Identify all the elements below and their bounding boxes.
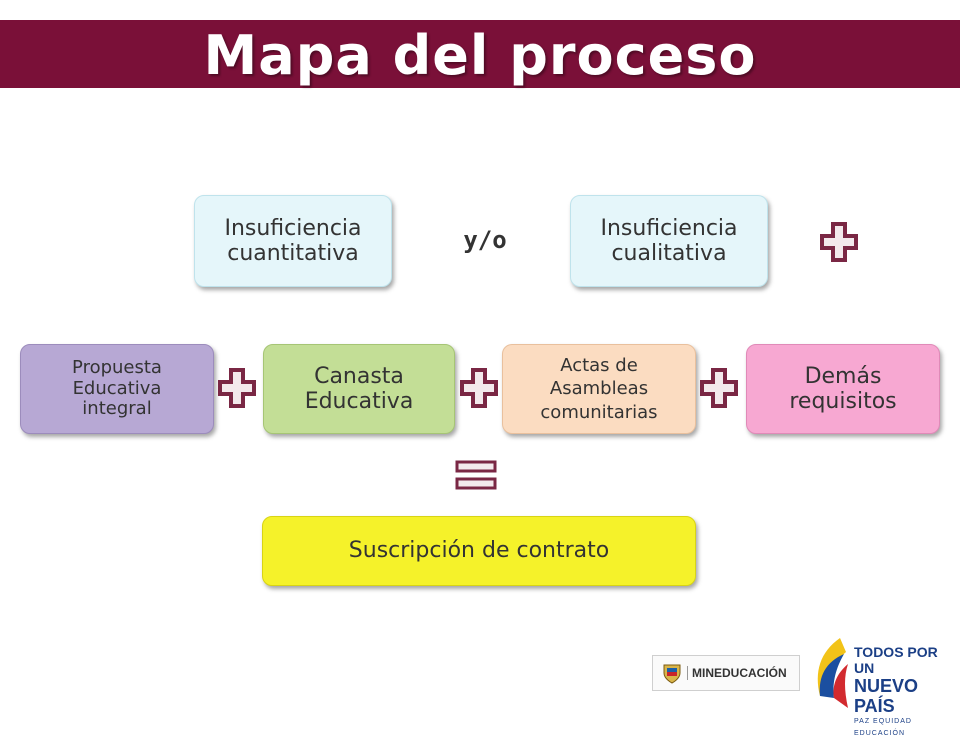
- box-actas-asambleas: Actas de Asambleas comunitarias: [502, 344, 696, 434]
- box-label: Insuficiencia cuantitativa: [224, 215, 362, 266]
- and-or-connector: y/o: [463, 226, 507, 254]
- box-label: Canasta Educativa: [304, 363, 414, 414]
- todos-por-un-nuevo-pais-logo: TODOS POR UN NUEVO PAÍS PAZ EQUIDAD EDUC…: [810, 636, 955, 737]
- box-canasta-educativa: Canasta Educativa: [263, 344, 455, 434]
- box-propuesta-educativa: Propuesta Educativa integral: [20, 344, 214, 434]
- ministry-name: MINEDUCACIÓN: [687, 666, 787, 680]
- equals-icon: [455, 460, 497, 490]
- plus-icon: [820, 222, 858, 262]
- page-title: Mapa del proceso: [203, 24, 757, 87]
- box-label: Suscripción de contrato: [348, 538, 610, 564]
- mineducacion-logo: MINEDUCACIÓN: [652, 655, 800, 691]
- title-bar: [0, 20, 960, 88]
- plus-icon: [460, 368, 498, 408]
- box-label: Propuesta Educativa integral: [72, 356, 162, 420]
- plus-icon: [218, 368, 256, 408]
- box-insuficiencia-cuantitativa: Insuficiencia cuantitativa: [194, 195, 392, 287]
- box-label: Actas de Asambleas comunitarias: [540, 354, 658, 423]
- plus-icon: [700, 368, 738, 408]
- colombia-flag-swoosh-icon: [817, 638, 848, 708]
- box-label: Insuficiencia cualitativa: [600, 215, 738, 266]
- slogan-line-1: TODOS POR UN: [854, 644, 938, 676]
- box-suscripcion-contrato: Suscripción de contrato: [262, 516, 696, 586]
- coat-of-arms-icon: [663, 664, 681, 684]
- box-insuficiencia-cualitativa: Insuficiencia cualitativa: [570, 195, 768, 287]
- slogan-line-2: NUEVO PAÍS: [854, 676, 919, 716]
- box-label: Demás requisitos: [789, 363, 897, 414]
- box-demas-requisitos: Demás requisitos: [746, 344, 940, 434]
